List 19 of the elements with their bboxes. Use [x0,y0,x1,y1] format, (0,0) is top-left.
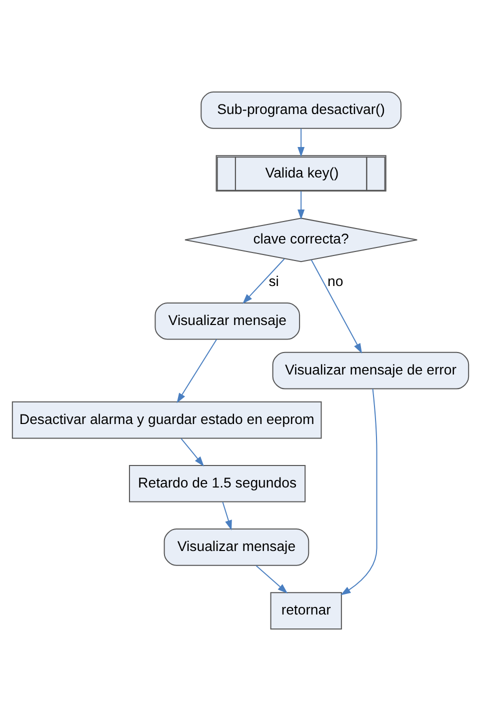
arrow [242,258,285,304]
arrow [256,564,288,593]
node-box: Desactivar alarma y guardar estado en eeprom [12,400,322,438]
arrow [298,190,305,220]
edge-label: si [268,272,279,289]
arrow [180,438,204,466]
node-box: retornar [270,592,342,629]
node-box: Visualizar mensaje [164,528,310,566]
arrow [222,501,232,530]
arrow [176,338,217,403]
node-box: Retardo de 1.5 segundos [128,464,306,502]
edge-label: no [328,272,344,289]
node-box: Visualizar mensaje [154,302,300,340]
node-diamond: clave correcta? [184,217,418,262]
arrow [340,388,378,595]
node-box: Visualizar mensaje de error [272,351,470,389]
node-box: Sub-programa desactivar() [200,91,402,128]
arrow [310,259,362,354]
arrow [298,128,305,157]
